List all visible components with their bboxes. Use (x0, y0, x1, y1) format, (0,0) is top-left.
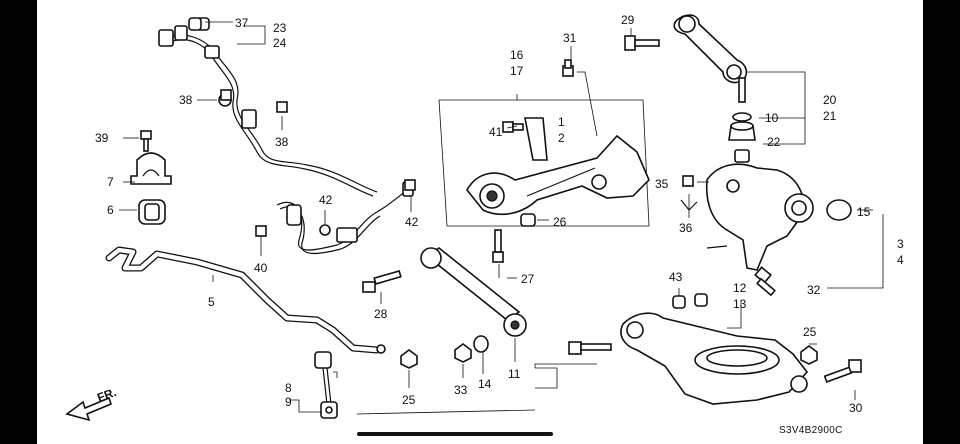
callout-12: 12 (733, 281, 747, 295)
callout-38-lower: 38 (275, 135, 289, 149)
callout-22: 22 (767, 135, 781, 149)
callout-36: 36 (679, 221, 693, 235)
bolt-12 (568, 341, 612, 355)
callout-40: 40 (254, 261, 268, 275)
bolt-35 (682, 175, 694, 187)
bolt-31 (562, 59, 598, 137)
callout-33: 33 (454, 383, 468, 397)
knuckle (705, 163, 814, 271)
callout-21: 21 (823, 109, 837, 123)
sensor-harness (158, 17, 378, 197)
bolt-28 (362, 269, 402, 293)
bolt-39 (140, 130, 152, 152)
nut-25-lower (400, 349, 418, 369)
lower-arm-11 (420, 247, 527, 337)
wheel-sensor-harness (276, 181, 414, 255)
callout-39: 39 (95, 131, 109, 145)
direction-label: FR. (95, 385, 118, 405)
callout-10: 10 (765, 111, 779, 125)
nut-25-right (800, 345, 818, 365)
callout-25-right: 25 (803, 325, 817, 339)
callout-9: 9 (285, 395, 292, 409)
boot-22 (728, 121, 756, 163)
snap-ring-10 (732, 112, 752, 122)
callout-5: 5 (208, 295, 215, 309)
callout-31: 31 (563, 31, 577, 45)
bracket-1 (524, 117, 548, 161)
stabilizer-bar (105, 246, 386, 354)
lower-control-arm (620, 312, 809, 405)
callout-11: 11 (508, 367, 521, 381)
nut-14 (473, 335, 489, 353)
callout-25-lower: 25 (402, 393, 416, 407)
callout-29: 29 (621, 13, 635, 27)
callout-16: 16 (510, 48, 524, 62)
stabilizer-link (314, 351, 338, 419)
upper-arm-frame (438, 94, 650, 227)
callout-4: 4 (897, 253, 904, 267)
callout-32: 32 (807, 283, 821, 297)
callout-43: 43 (669, 270, 683, 284)
callout-1: 1 (558, 115, 565, 129)
leader-lines (119, 21, 884, 415)
callout-30: 30 (849, 401, 863, 415)
nuts-43 (672, 293, 708, 309)
parts-diagram-frame: 37 23 24 38 38 39 7 6 5 40 42 42 8 9 25 … (37, 0, 923, 444)
upper-control-arm (673, 14, 748, 103)
callout-7: 7 (107, 175, 114, 189)
callout-27: 27 (521, 272, 535, 286)
nut-33 (454, 343, 472, 363)
stabilizer-bushing (138, 199, 166, 225)
bolt-32 (754, 266, 776, 297)
callout-42-right: 42 (405, 215, 419, 229)
bolt-38-upper (220, 89, 232, 101)
bolt-30 (823, 359, 862, 383)
callout-15: 15 (857, 205, 871, 219)
bolt-38-lower (276, 101, 288, 113)
callout-6: 6 (107, 203, 114, 217)
rear-suspension-diagram: 37 23 24 38 38 39 7 6 5 40 42 42 8 9 25 … (65, 13, 904, 436)
callout-41: 41 (489, 125, 503, 139)
callout-38-upper: 38 (179, 93, 193, 107)
front-direction-arrow: FR. (65, 385, 118, 422)
callout-23: 23 (273, 21, 287, 35)
diagram-code: S3V4B2900C (779, 425, 843, 436)
bolt-42-right (404, 179, 416, 191)
callout-28: 28 (374, 307, 388, 321)
bushing-15 (826, 199, 852, 221)
bushing-holder (130, 152, 172, 185)
callout-20: 20 (823, 93, 837, 107)
callout-2: 2 (558, 131, 565, 145)
callout-42-left: 42 (319, 193, 333, 207)
callout-8: 8 (285, 381, 292, 395)
bolt-40 (255, 225, 267, 237)
bolt-29 (624, 35, 660, 51)
trailing-arm (466, 134, 650, 216)
callout-35: 35 (655, 177, 669, 191)
callout-14: 14 (478, 377, 492, 391)
bolt-27 (492, 229, 504, 263)
callout-24: 24 (273, 36, 287, 50)
scroll-indicator[interactable] (357, 432, 553, 436)
callout-numbers: 37 23 24 38 38 39 7 6 5 40 42 42 8 9 25 … (95, 13, 904, 415)
callout-26: 26 (553, 215, 567, 229)
callout-13: 13 (733, 297, 747, 311)
callout-17: 17 (510, 64, 524, 78)
bolt-26 (520, 213, 536, 227)
bolt-37 (188, 17, 202, 31)
callout-3: 3 (897, 237, 904, 251)
callout-37: 37 (235, 16, 249, 30)
